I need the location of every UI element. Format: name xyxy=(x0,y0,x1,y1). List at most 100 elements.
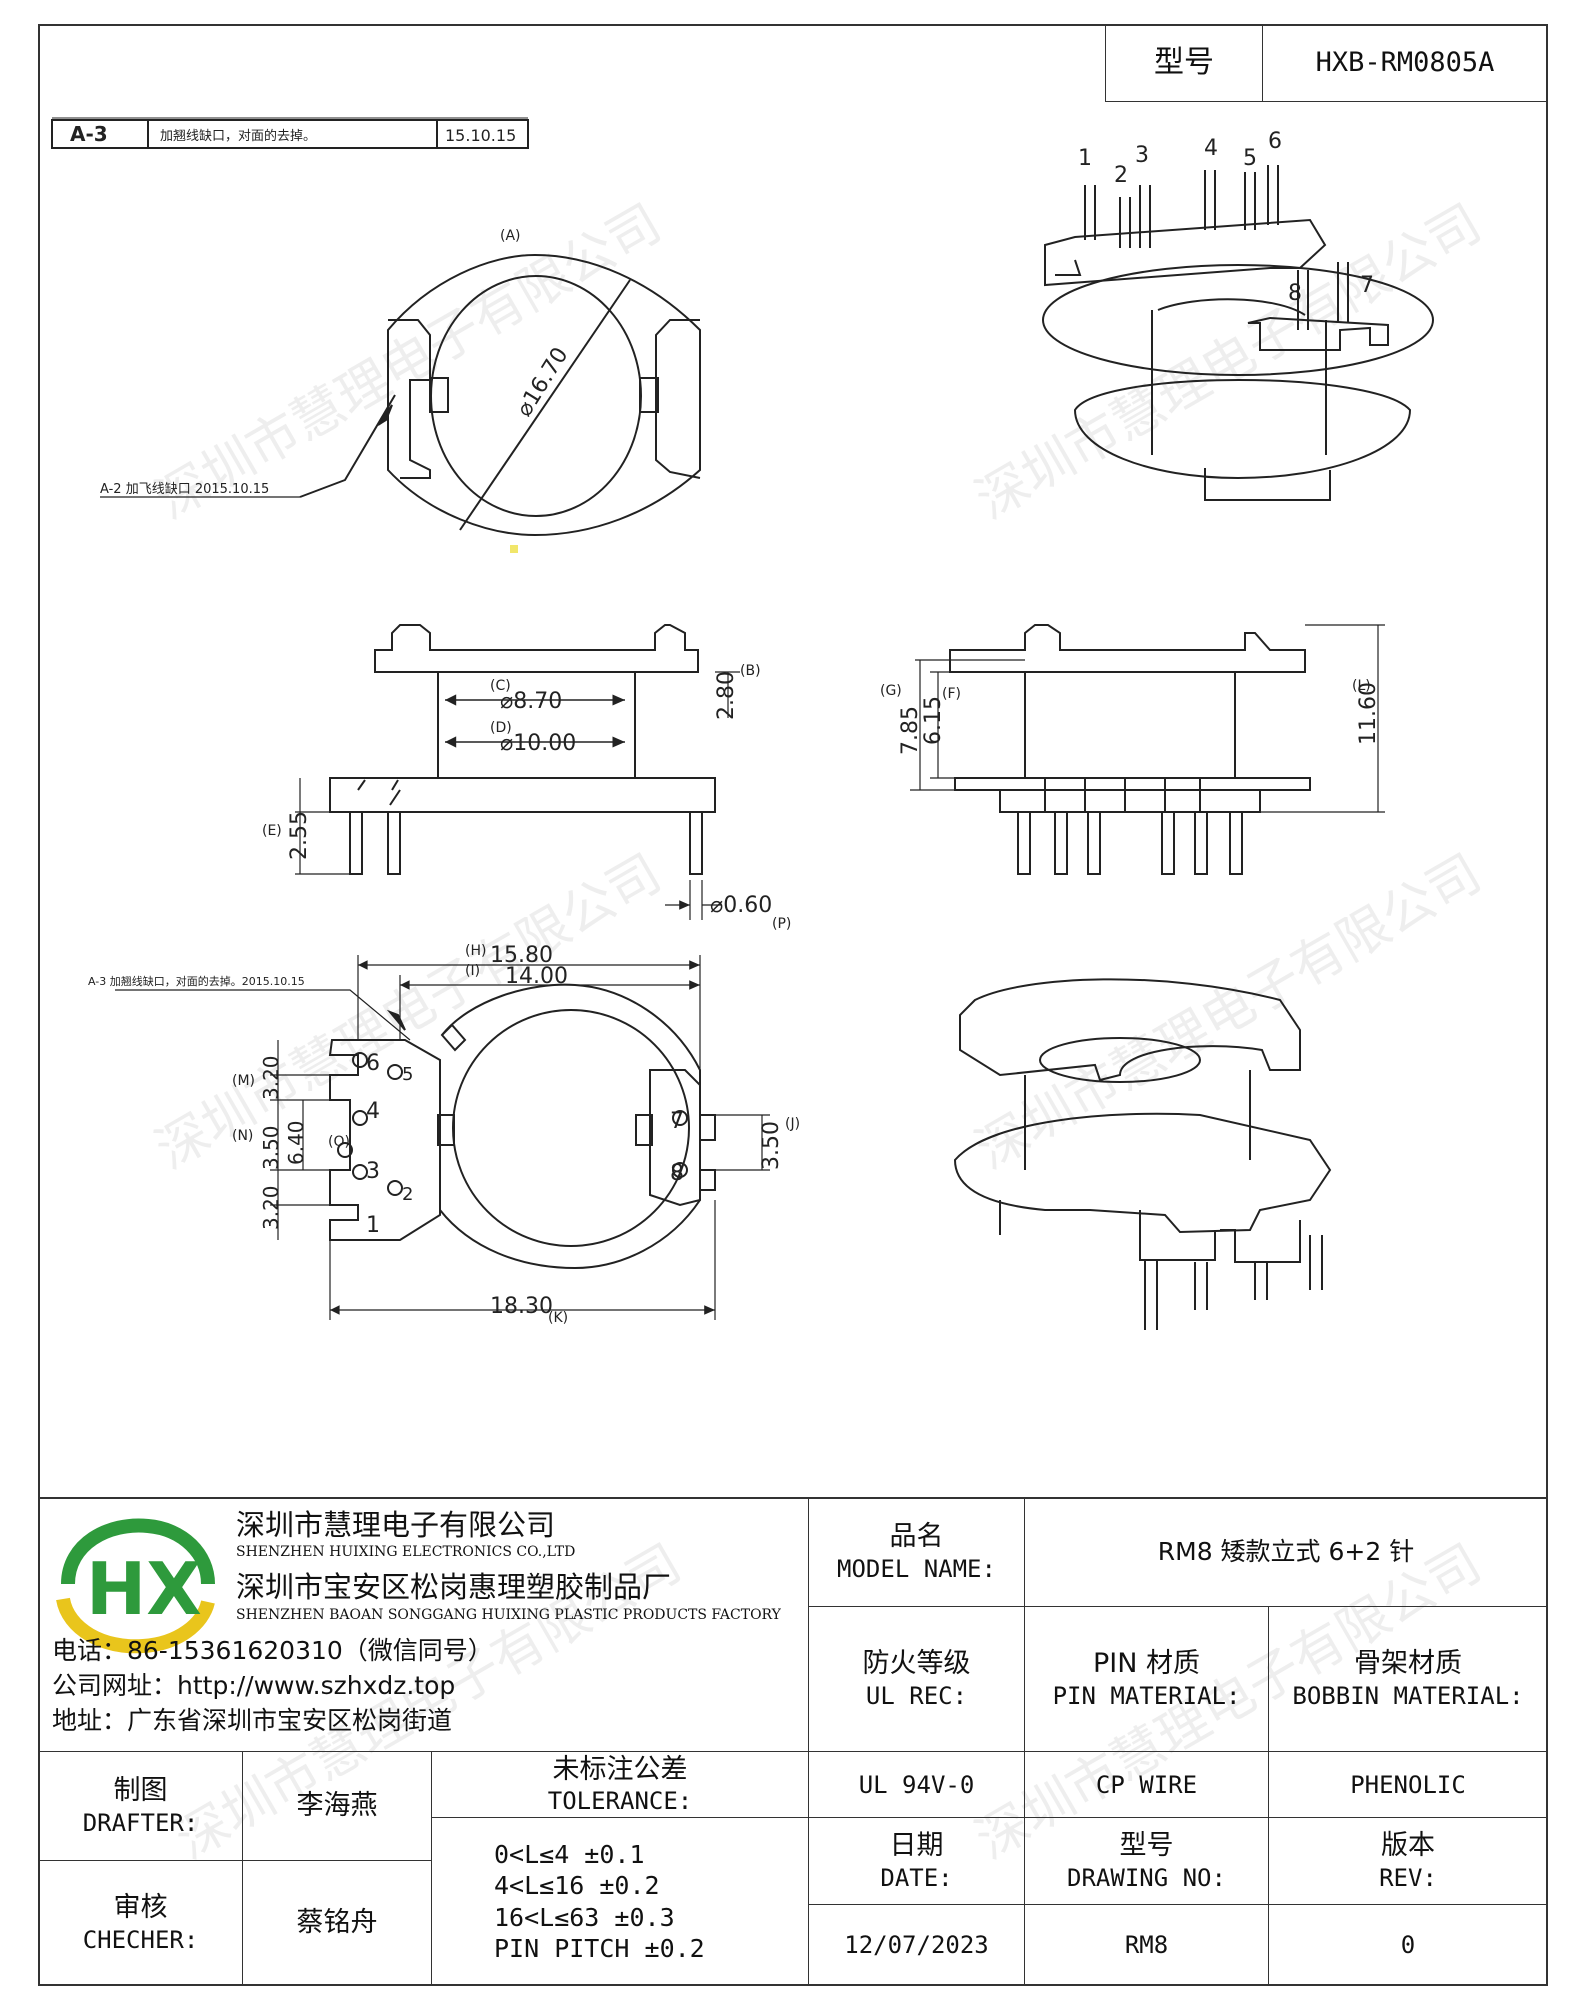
date-label-en: DATE: xyxy=(880,1863,953,1892)
tolerance-label-cn: 未标注公差 xyxy=(552,1753,688,1785)
dim-p: ⌀0.60 xyxy=(710,893,772,918)
date-value: 12/07/2023 xyxy=(808,1904,1025,1986)
pin-label: 5 xyxy=(1243,146,1257,171)
dim-b-tag: (B) xyxy=(740,663,761,679)
dim-d: ⌀10.00 xyxy=(500,731,576,756)
bobbin-material-value: PHENOLIC xyxy=(1268,1751,1548,1818)
drawing-no-value: RM8 xyxy=(1024,1904,1269,1986)
dim-j-tag: (J) xyxy=(785,1116,800,1132)
dim-j: 3.50 xyxy=(759,1121,784,1170)
date-label-cn: 日期 xyxy=(889,1830,944,1862)
revision-value: 0 xyxy=(1268,1904,1548,1986)
drafter-label-en: DRAFTER: xyxy=(82,1808,199,1837)
pin-label: 8 xyxy=(1288,281,1302,306)
date-label: 日期 DATE: xyxy=(808,1817,1025,1905)
dim-l-tag: (L) xyxy=(1352,678,1371,694)
dim-c-tag: (C) xyxy=(490,678,511,694)
pin-label: 2 xyxy=(1114,163,1128,188)
dim-n: 3.50 xyxy=(259,1125,283,1170)
company-address: 地址：广东省深圳市宝安区松岗街道 xyxy=(52,1706,453,1735)
drafter-name: 李海燕 xyxy=(242,1751,432,1861)
revision-label: 版本 REV: xyxy=(1268,1817,1548,1905)
pin-label: 4 xyxy=(1204,136,1218,161)
pin-material-label-cn: PIN 材质 xyxy=(1092,1648,1201,1680)
checker-label-cn: 审核 xyxy=(113,1892,168,1924)
company-name-en: SHENZHEN HUIXING ELECTRONICS CO.,LTD xyxy=(236,1544,576,1560)
company-info: HX 深圳市慧理电子有限公司 SHENZHEN HUIXING ELECTRON… xyxy=(40,1498,810,1752)
iso-view-top xyxy=(1042,165,1434,501)
revision-label-cn: 版本 xyxy=(1381,1830,1435,1862)
revision-text: 加翘线缺口，对面的去掉。 xyxy=(160,128,316,144)
bobbin-material-label-cn: 骨架材质 xyxy=(1354,1648,1462,1680)
dim-m: 3.20 xyxy=(259,1055,283,1100)
dim-c: ⌀8.70 xyxy=(500,689,562,714)
factory-name-en: SHENZHEN BAOAN SONGGANG HUIXING PLASTIC … xyxy=(236,1607,781,1623)
drafter-label-cn: 制图 xyxy=(113,1775,168,1807)
dim-i: 14.00 xyxy=(505,964,568,989)
company-name-cn: 深圳市慧理电子有限公司 xyxy=(236,1508,556,1542)
pin-label: 1 xyxy=(366,1213,380,1238)
revision-label-en: REV: xyxy=(1379,1863,1437,1892)
dim-g-tag: (G) xyxy=(880,683,902,699)
checker-label: 审核 CHECHER: xyxy=(38,1860,243,1986)
pin-label: 6 xyxy=(366,1051,380,1076)
dim-p-tag: (P) xyxy=(772,916,791,932)
dim-h-tag: (H) xyxy=(465,943,486,959)
dim-f-tag: (F) xyxy=(942,686,961,702)
annotation-a2: A-2 加飞线缺口 2015.10.15 xyxy=(100,482,269,497)
pin-label: 7 xyxy=(1360,273,1374,298)
logo-letters: HX xyxy=(86,1547,202,1631)
tolerance-line: PIN PITCH ±0.2 xyxy=(494,1933,705,1963)
header-model-value: HXB-RM0805A xyxy=(1262,24,1548,102)
dim-d-tag: (D) xyxy=(490,720,512,736)
model-name-label: 品名 MODEL NAME: xyxy=(808,1497,1025,1607)
side-view xyxy=(910,624,1385,875)
company-website: 公司网址：http://www.szhxdz.top xyxy=(52,1671,456,1700)
tolerance-line: 16<L≤63 ±0.3 xyxy=(494,1902,675,1932)
revision-note-box xyxy=(51,117,529,149)
pin-label: 5 xyxy=(402,1064,413,1085)
pin-material-label: PIN 材质 PIN MATERIAL: xyxy=(1024,1606,1269,1752)
dim-e: 2.55 xyxy=(287,811,312,860)
checker-name: 蔡铭舟 xyxy=(242,1860,432,1986)
tolerance-line: 4<L≤16 ±0.2 xyxy=(494,1871,660,1901)
annotation-a3: A-3 加翘线缺口，对面的去掉。2015.10.15 xyxy=(88,974,305,988)
front-view xyxy=(295,624,740,920)
dim-g: 7.85 xyxy=(898,706,923,755)
pin-label: 3 xyxy=(366,1159,380,1184)
drawing-no-label-cn: 型号 xyxy=(1119,1830,1174,1862)
tolerance-line: 0<L≤4 ±0.1 xyxy=(494,1840,645,1869)
dim-l: 11.60 xyxy=(1356,682,1381,745)
dim-e-tag: (E) xyxy=(262,823,282,839)
model-name-label-cn: 品名 xyxy=(889,1521,944,1553)
company-phone: 电话：86-15361620310（微信同号） xyxy=(52,1636,493,1665)
pin-label: 3 xyxy=(1135,143,1149,168)
top-view xyxy=(100,253,701,553)
iso-view-bottom xyxy=(953,978,1332,1330)
dim-m2: 3.20 xyxy=(259,1185,283,1230)
ul-label-cn: 防火等级 xyxy=(862,1648,971,1680)
bottom-view xyxy=(115,955,770,1320)
dim-k: 18.30 xyxy=(490,1294,553,1319)
model-name-label-en: MODEL NAME: xyxy=(837,1554,996,1583)
dim-h: 15.80 xyxy=(490,943,553,968)
bobbin-material-label: 骨架材质 BOBBIN MATERIAL: xyxy=(1268,1606,1548,1752)
pin-label: 4 xyxy=(366,1099,380,1124)
ul-label-en: UL REC: xyxy=(865,1681,968,1710)
dim-o: 6.40 xyxy=(284,1120,308,1165)
pin-material-label-en: PIN MATERIAL: xyxy=(1052,1681,1241,1710)
drawing-no-label: 型号 DRAWING NO: xyxy=(1024,1817,1269,1905)
drafter-label: 制图 DRAFTER: xyxy=(38,1751,243,1861)
dim-i-tag: (I) xyxy=(465,963,480,979)
ul-value: UL 94V-0 xyxy=(808,1751,1025,1818)
revision-date: 15.10.15 xyxy=(445,126,516,145)
bobbin-drawing: A-3 加翘线缺口，对面的去掉。 15.10.15 (A) A-2 加飞线缺口 … xyxy=(51,117,1434,1330)
pin-label: 2 xyxy=(402,1184,413,1205)
tolerance-values: 0<L≤4 ±0.1 4<L≤16 ±0.2 16<L≤63 ±0.3 PIN … xyxy=(431,1817,809,1986)
model-name-value: RM8 矮款立式 6+2 针 xyxy=(1024,1497,1548,1607)
annotation-a: (A) xyxy=(500,228,521,244)
dim-b: 2.80 xyxy=(714,671,739,720)
dim-m-tag: (M) xyxy=(232,1073,255,1089)
dim-f: 6.15 xyxy=(921,696,946,745)
pin-label: 8 xyxy=(670,1161,684,1186)
